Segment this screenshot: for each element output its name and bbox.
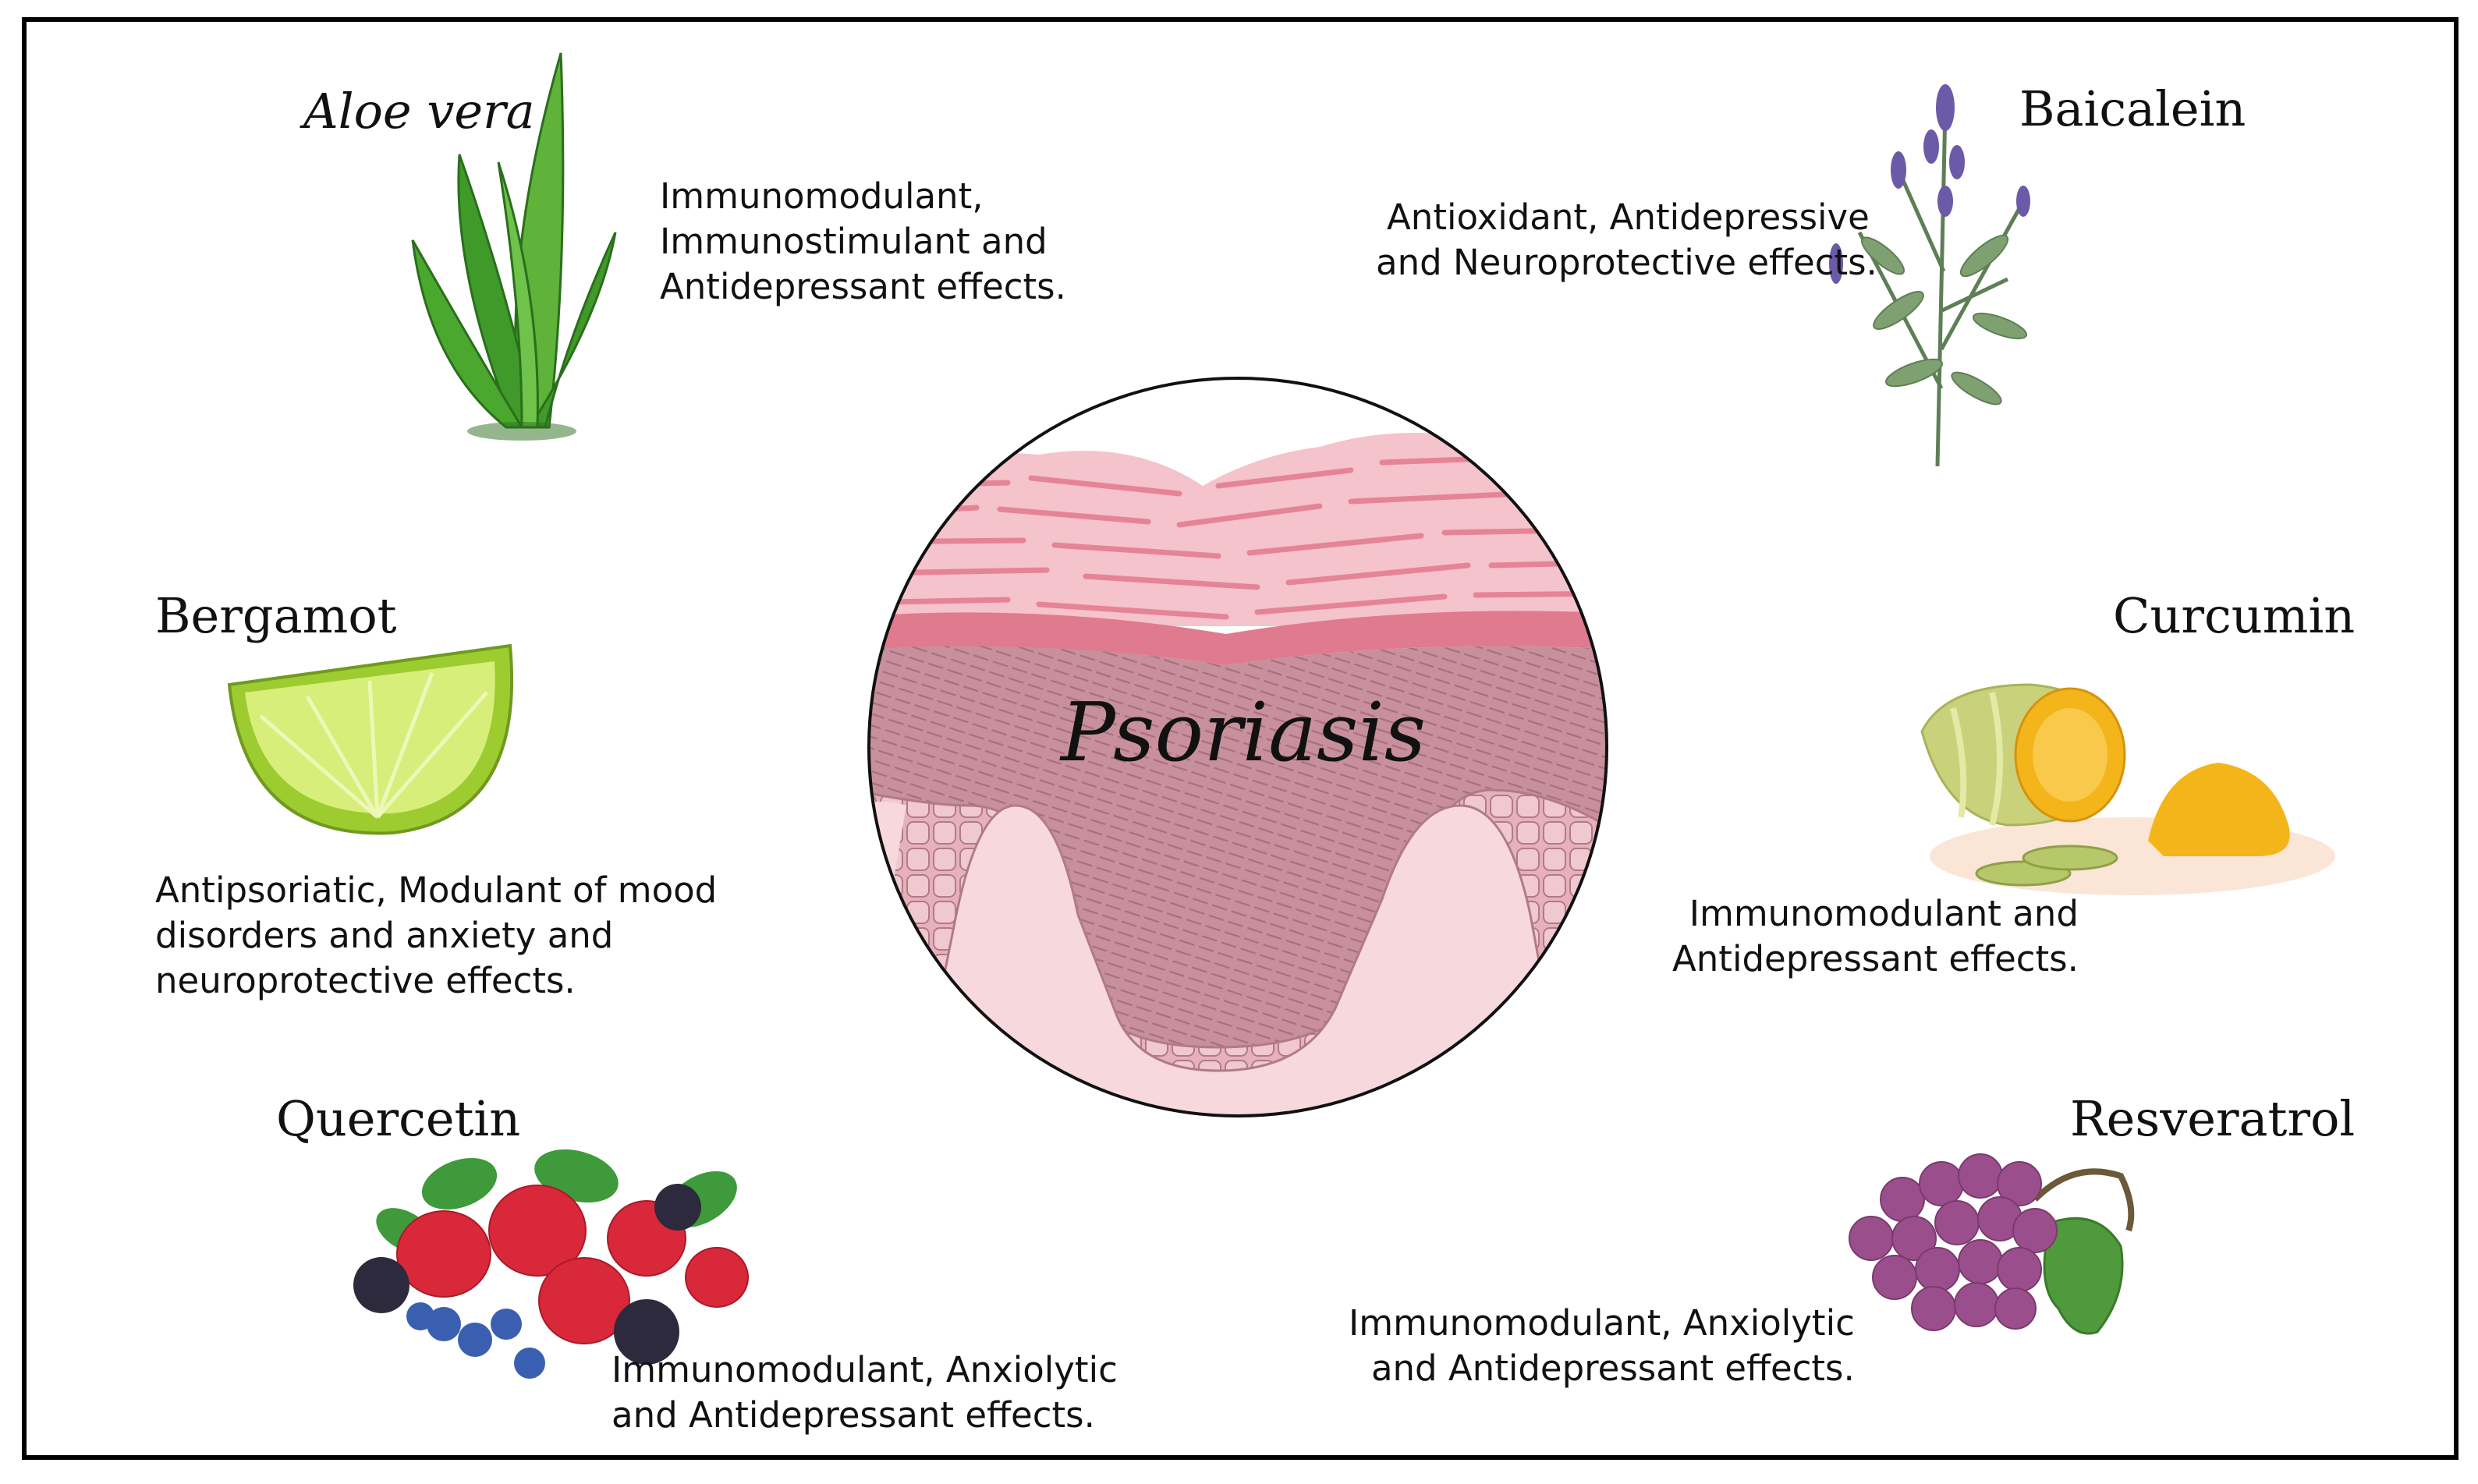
- curcumin-line-2: Antidepressant effects.: [1672, 938, 2079, 979]
- citrus-slice-icon: [227, 643, 514, 835]
- curcumin-line-1: Immunomodulant and: [1689, 893, 2079, 934]
- resveratrol-line-2: and Antidepressant effects.: [1370, 1348, 1855, 1389]
- quercetin-line-1: Immunomodulant, Anxiolytic: [612, 1349, 1118, 1390]
- curcumin-description: Immunomodulant and Antidepressant effect…: [1672, 891, 2079, 982]
- quercetin-line-2: and Antidepressant effects.: [612, 1394, 1095, 1436]
- resveratrol-title: Resveratrol: [2070, 1090, 2356, 1147]
- aloe-title: Aloe vera: [303, 83, 535, 140]
- aloe-line-1: Immunomodulant,: [660, 175, 984, 217]
- baicalein-line-2: and Neuroprotective effects.: [1376, 242, 1877, 283]
- aloe-line-3: Antidepressant effects.: [660, 266, 1066, 307]
- resveratrol-line-1: Immunomodulant, Anxiolytic: [1349, 1302, 1855, 1344]
- grapes-icon: [1849, 1153, 2135, 1335]
- curcumin-title: Curcumin: [2113, 587, 2356, 644]
- berries-icon: [353, 1149, 749, 1379]
- aloe-description: Immunomodulant, Immunostimulant and Anti…: [660, 174, 1066, 310]
- aloe-line-2: Immunostimulant and: [660, 221, 1048, 262]
- baicalein-line-1: Antioxidant, Antidepressive: [1387, 197, 1870, 238]
- turmeric-icon: [1920, 683, 2335, 895]
- quercetin-description: Immunomodulant, Anxiolytic and Antidepre…: [612, 1348, 1118, 1438]
- bergamot-title: Bergamot: [155, 587, 397, 644]
- bergamot-description: Antipsoriatic, Modulant of mood disorder…: [155, 868, 717, 1004]
- quercetin-title: Quercetin: [276, 1090, 521, 1147]
- baicalein-description: Antioxidant, Antidepressive and Neuropro…: [1376, 195, 1877, 285]
- bergamot-line-2: disorders and anxiety and: [155, 915, 614, 956]
- skin-cross-section-icon: [867, 377, 1608, 1117]
- diagram-frame: Psoriasis Aloe vera Immunomodulant, Immu…: [22, 17, 2459, 1460]
- baicalein-title: Baicalein: [2019, 80, 2246, 137]
- aloe-vera-icon: [411, 52, 617, 441]
- skullcap-plant-icon: [1829, 84, 2030, 467]
- center-label: Psoriasis: [1060, 685, 1427, 780]
- resveratrol-description: Immunomodulant, Anxiolytic and Antidepre…: [1349, 1301, 1855, 1391]
- bergamot-line-1: Antipsoriatic, Modulant of mood: [155, 870, 718, 911]
- bergamot-line-3: neuroprotective effects.: [155, 960, 576, 1001]
